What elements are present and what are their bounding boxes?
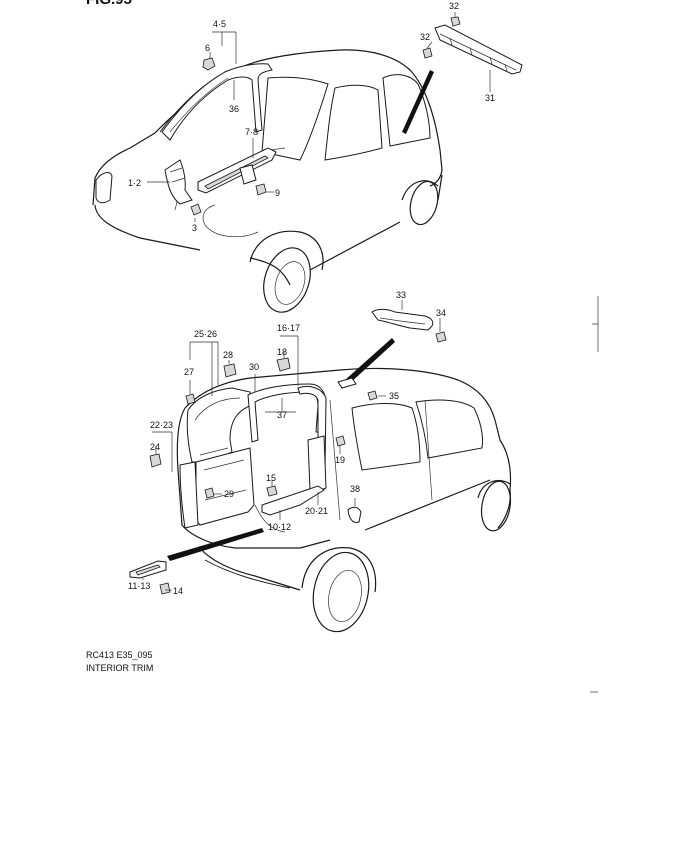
callout-19: 19: [335, 455, 345, 465]
front-car-rear-wheel: [409, 180, 439, 226]
callout-6: 6: [205, 43, 210, 53]
rear-view-callouts: 33 34 25·26 16·17 28 18 27 30 37 35 22·2…: [128, 290, 446, 596]
part-19-clip: [335, 435, 346, 447]
part-34-screw: [435, 331, 447, 343]
part-6-clip: [202, 57, 216, 71]
front-car-front-wheel-hub: [274, 261, 306, 305]
callout-29: 29: [224, 489, 234, 499]
rear-car-lower-body: [199, 479, 511, 591]
callout-3: 3: [192, 223, 197, 233]
front-car-front-wheel-arch: [249, 230, 324, 271]
callout-34: 34: [436, 308, 446, 318]
callout-24: 24: [150, 442, 160, 452]
diagram-code: RC413 E35_095: [86, 650, 153, 660]
callout-30: 30: [249, 362, 259, 372]
callout-11-13: 11·13: [128, 581, 150, 591]
figure-label: FIG.95: [86, 0, 132, 8]
part-31-header-trim: [434, 24, 523, 75]
part-22-23-lower-trim: [179, 461, 199, 529]
callout-9: 9: [275, 188, 280, 198]
part-24-clip: [149, 453, 162, 468]
part-9-clip: [255, 183, 267, 196]
callout-27: 27: [184, 367, 194, 377]
rear-view-leaders: [142, 300, 441, 591]
callout-28: 28: [223, 350, 233, 360]
part-27-clip: [185, 393, 196, 405]
callout-32-top: 32: [449, 1, 459, 11]
rear-view-parts: [129, 308, 447, 595]
part-20-21-lower-pillar: [307, 435, 327, 493]
part-32-clip-side: [422, 47, 433, 59]
rear-car-rear-window: [351, 403, 421, 471]
callout-35: 35: [389, 391, 399, 401]
rear-car-roof-outline: [184, 367, 512, 491]
part-25-26-quarter-trim: [186, 387, 253, 463]
callout-15: 15: [266, 473, 276, 483]
rear-car-front-wheel: [480, 480, 512, 532]
rear-car-front-window: [415, 399, 483, 459]
callout-4-5: 4·5: [213, 19, 226, 29]
callout-1-2: 1·2: [128, 178, 141, 188]
rear-car-front-wheel-arch: [477, 479, 511, 499]
callout-18: 18: [277, 347, 287, 357]
callout-32-side: 32: [420, 32, 430, 42]
front-car-front-wheel: [263, 247, 311, 313]
part-15-clip: [266, 485, 278, 497]
front-car-headlight: [95, 172, 113, 204]
rear-car-rear-wheel-hub: [328, 570, 362, 622]
callout-20-21: 20·21: [305, 506, 328, 516]
diagram-title: INTERIOR TRIM: [86, 663, 153, 673]
part-cargo-side-panel: [195, 447, 255, 526]
part-36-pillar-trim: [161, 63, 273, 141]
callout-16-17: 16·17: [277, 323, 300, 333]
rear-car-rear-wheel: [312, 551, 370, 633]
front-view-callouts: 4·5 6 36 7·8 1·2 9 3 32 32 31: [128, 1, 495, 233]
part-10-12-sill-plate: [261, 485, 325, 516]
part-1-2-lower-trim: [164, 159, 193, 205]
part-14-clip: [159, 582, 171, 595]
callout-38: 38: [350, 484, 360, 494]
scan-edge-mark: [592, 296, 599, 352]
part-28-clip: [223, 363, 237, 378]
callout-7-8: 7·8: [245, 127, 258, 137]
front-view-pointer: [402, 70, 434, 134]
callout-33: 33: [396, 290, 406, 300]
rear-car-rear-wheel-arch: [301, 547, 377, 593]
part-18-clip: [276, 357, 291, 372]
part-29-clip: [204, 487, 215, 499]
front-car-middle-window: [324, 84, 383, 161]
part-32-clip-top: [450, 16, 461, 27]
rear-view-pointer-grip: [345, 338, 395, 384]
rear-car-view: [176, 367, 512, 633]
part-35-clip: [367, 390, 378, 401]
rear-car-bumper: [204, 559, 291, 589]
callout-37: 37: [277, 410, 287, 420]
part-38-cap: [347, 506, 362, 523]
front-car-rear-window: [382, 74, 431, 147]
front-car-body-outline: [92, 49, 443, 206]
front-view-leaders: [147, 12, 491, 222]
front-view-parts: [161, 16, 523, 216]
part-33-assist-grip: [371, 308, 434, 331]
callout-25-26: 25·26: [194, 329, 217, 339]
rear-view-pointer-sill: [167, 528, 264, 561]
front-car-rear-wheel-arch: [401, 180, 439, 201]
front-car-front-window: [261, 76, 329, 161]
part-3-clip: [190, 203, 202, 216]
callout-10-12: 10·12: [268, 522, 291, 532]
front-car-view: [92, 49, 443, 313]
front-car-lower-body: [94, 174, 443, 286]
callout-31: 31: [485, 93, 495, 103]
callout-14: 14: [173, 586, 183, 596]
front-car-interior-floor: [202, 204, 259, 238]
callout-36: 36: [229, 104, 239, 114]
callout-22-23: 22·23: [150, 420, 173, 430]
